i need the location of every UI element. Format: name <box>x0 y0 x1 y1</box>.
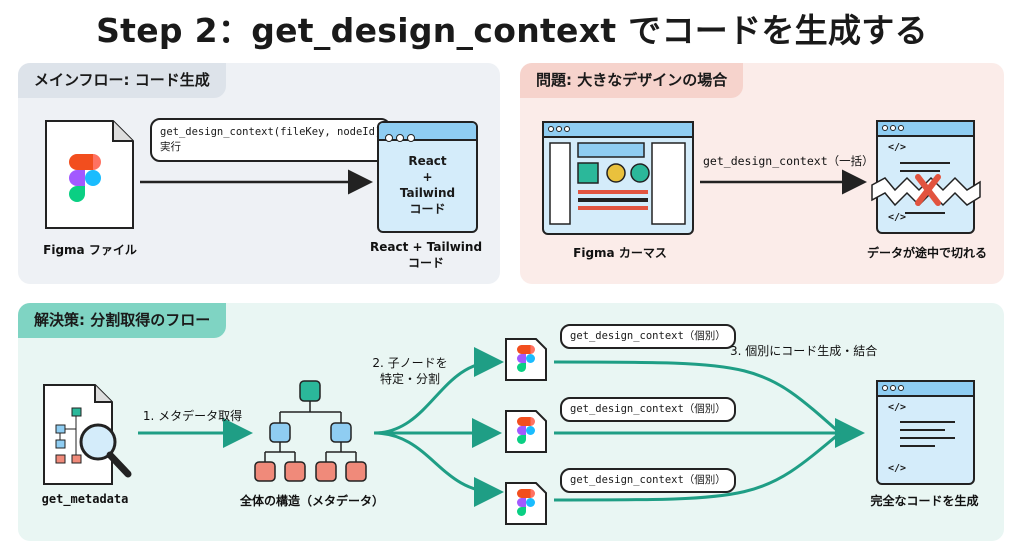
step2-line-2: 特定・分割 <box>379 372 440 386</box>
problem-tab: 問題: 大きなデザインの場合 <box>520 63 744 98</box>
page-title: Step 2：get_design_context でコードを生成する <box>96 11 928 50</box>
figma-file-label: Figma ファイル <box>43 243 137 257</box>
solution-tab: 解決策: 分割取得のフロー <box>18 303 227 338</box>
call-line-1: get_design_context(fileKey, nodeId) <box>160 126 382 138</box>
context-call-bubble-3: get_design_context（個別） <box>560 468 736 493</box>
result-line-2: コード <box>407 256 444 270</box>
context-call-bubble-1: get_design_context（個別） <box>560 324 736 349</box>
result-line-1: React + Tailwind <box>370 240 483 254</box>
result-label: React + Tailwind コード <box>370 239 482 271</box>
window-line-3: Tailwind <box>399 186 456 200</box>
window-line-1: React <box>408 154 447 168</box>
code-tag-top: </> <box>888 142 907 153</box>
step1-label: 1. メタデータ取得 <box>142 409 243 423</box>
canvas-label: Figma カーマス <box>573 246 667 260</box>
code-tag-top: </> <box>888 402 907 413</box>
step2-label: 2. 子ノードを 特定・分割 <box>365 355 455 387</box>
code-window-icon: React + Tailwind コード <box>377 121 478 233</box>
metadata-label: get_metadata <box>41 492 129 506</box>
structure-label: 全体の構造（メタデータ） <box>239 494 384 508</box>
window-line-4: コード <box>409 202 446 216</box>
final-label: 完全なコードを生成 <box>870 494 979 508</box>
code-tag-bottom: </> <box>888 212 907 223</box>
main-flow-tab: メインフロー: コード生成 <box>18 63 226 98</box>
step2-line-1: 2. 子ノードを <box>372 356 448 370</box>
call-line-2: 実行 <box>160 141 181 153</box>
failure-label: データが途中で切れる <box>866 246 987 260</box>
code-tag-bottom: </> <box>888 463 907 474</box>
step3-label: 3. 個別にコード生成・結合 <box>730 344 878 358</box>
window-line-2: + <box>422 170 433 184</box>
context-call-bubble-2: get_design_context（個別） <box>560 397 736 422</box>
design-context-call-bubble: get_design_context(fileKey, nodeId) 実行 <box>150 118 392 162</box>
bulk-call-label: get_design_context（一括） <box>703 154 874 168</box>
